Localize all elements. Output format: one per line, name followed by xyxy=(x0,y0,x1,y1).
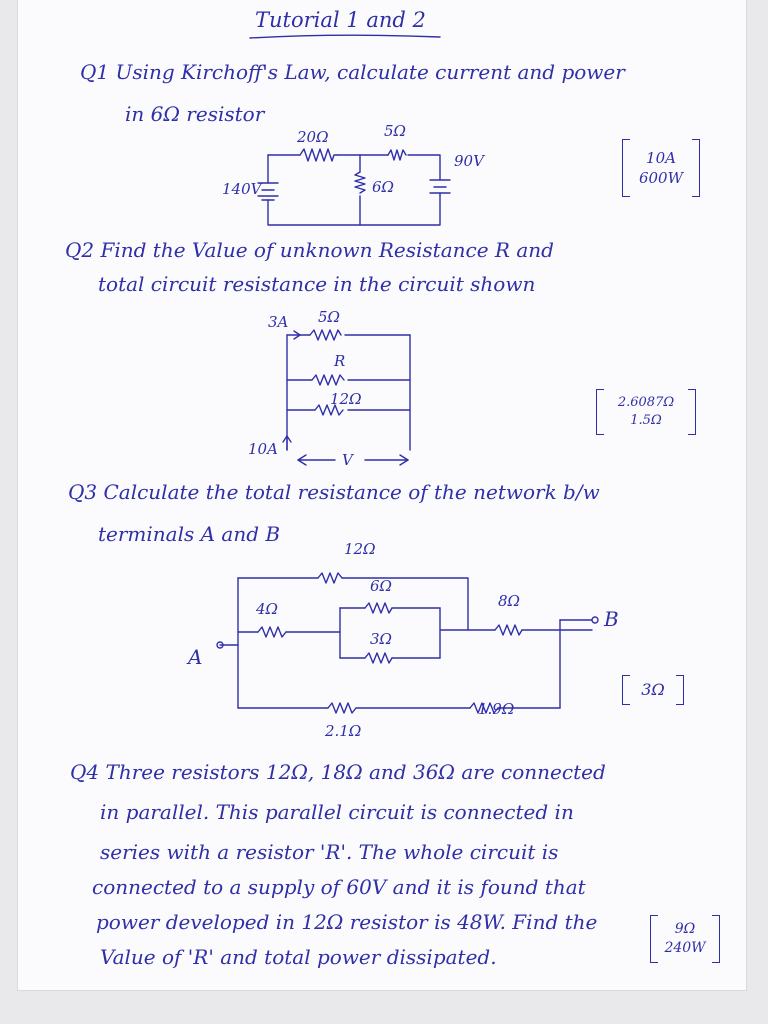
q1-label-6ohm: 6Ω xyxy=(372,178,394,196)
q2-answer-box: 2.6087Ω 1.5Ω xyxy=(596,389,696,435)
q3-terminal-a: A xyxy=(188,645,203,669)
q1-answer-box: 10A 600W xyxy=(622,139,700,197)
q3-answer: 3Ω xyxy=(641,680,665,699)
q3-label-1-9ohm: 1.9Ω xyxy=(478,700,515,718)
q3-label-3ohm: 3Ω xyxy=(370,630,392,648)
q4-text-line1: Q4 Three resistors 12Ω, 18Ω and 36Ω are … xyxy=(70,760,606,784)
notebook-page xyxy=(18,0,746,990)
q4-text-line4: connected to a supply of 60V and it is f… xyxy=(92,875,586,899)
q2-label-5ohm: 5Ω xyxy=(318,308,340,326)
q2-text-line2: total circuit resistance in the circuit … xyxy=(98,272,536,296)
q1-label-20ohm: 20Ω xyxy=(297,128,329,146)
q3-label-4ohm: 4Ω xyxy=(256,600,278,618)
q2-label-r: R xyxy=(334,352,346,370)
q2-text-line1: Q2 Find the Value of unknown Resistance … xyxy=(65,238,554,262)
q3-label-2-1ohm: 2.1Ω xyxy=(325,722,362,740)
q3-label-8ohm: 8Ω xyxy=(498,592,520,610)
q2-label-12ohm: 12Ω xyxy=(330,390,362,408)
q4-text-line6: Value of 'R' and total power dissipated. xyxy=(100,945,497,969)
q3-label-12ohm: 12Ω xyxy=(344,540,376,558)
q2-label-10a: 10A xyxy=(248,440,278,458)
q4-text-line3: series with a resistor 'R'. The whole ci… xyxy=(100,840,559,864)
q1-text-line1: Q1 Using Kirchoff's Law, calculate curre… xyxy=(80,60,625,84)
q1-label-90v: 90V xyxy=(454,152,484,170)
q1-answer-current: 10A xyxy=(646,149,676,167)
q3-text-line1: Q3 Calculate the total resistance of the… xyxy=(68,480,600,504)
q4-text-line5: power developed in 12Ω resistor is 48W. … xyxy=(96,910,598,934)
q3-answer-box: 3Ω xyxy=(622,675,684,705)
q2-label-3a: 3A xyxy=(268,313,289,331)
q4-text-line2: in parallel. This parallel circuit is co… xyxy=(100,800,574,824)
q2-answer-total: 1.5Ω xyxy=(630,413,662,428)
page-title: Tutorial 1 and 2 xyxy=(255,8,426,32)
q2-label-v: V xyxy=(342,451,353,469)
q4-answer-r: 9Ω xyxy=(674,921,696,937)
q3-text-line2: terminals A and B xyxy=(98,522,281,546)
q1-answer-power: 600W xyxy=(638,169,684,187)
q1-label-5ohm: 5Ω xyxy=(384,122,406,140)
q4-answer-power: 240W xyxy=(664,940,706,956)
q4-answer-box: 9Ω 240W xyxy=(650,915,720,963)
q1-text-line2: in 6Ω resistor xyxy=(125,102,265,126)
q2-answer-r: 2.6087Ω xyxy=(617,395,675,410)
q3-terminal-b: B xyxy=(604,607,619,631)
q3-label-6ohm: 6Ω xyxy=(370,577,392,595)
q1-label-140v: 140V xyxy=(222,180,262,198)
